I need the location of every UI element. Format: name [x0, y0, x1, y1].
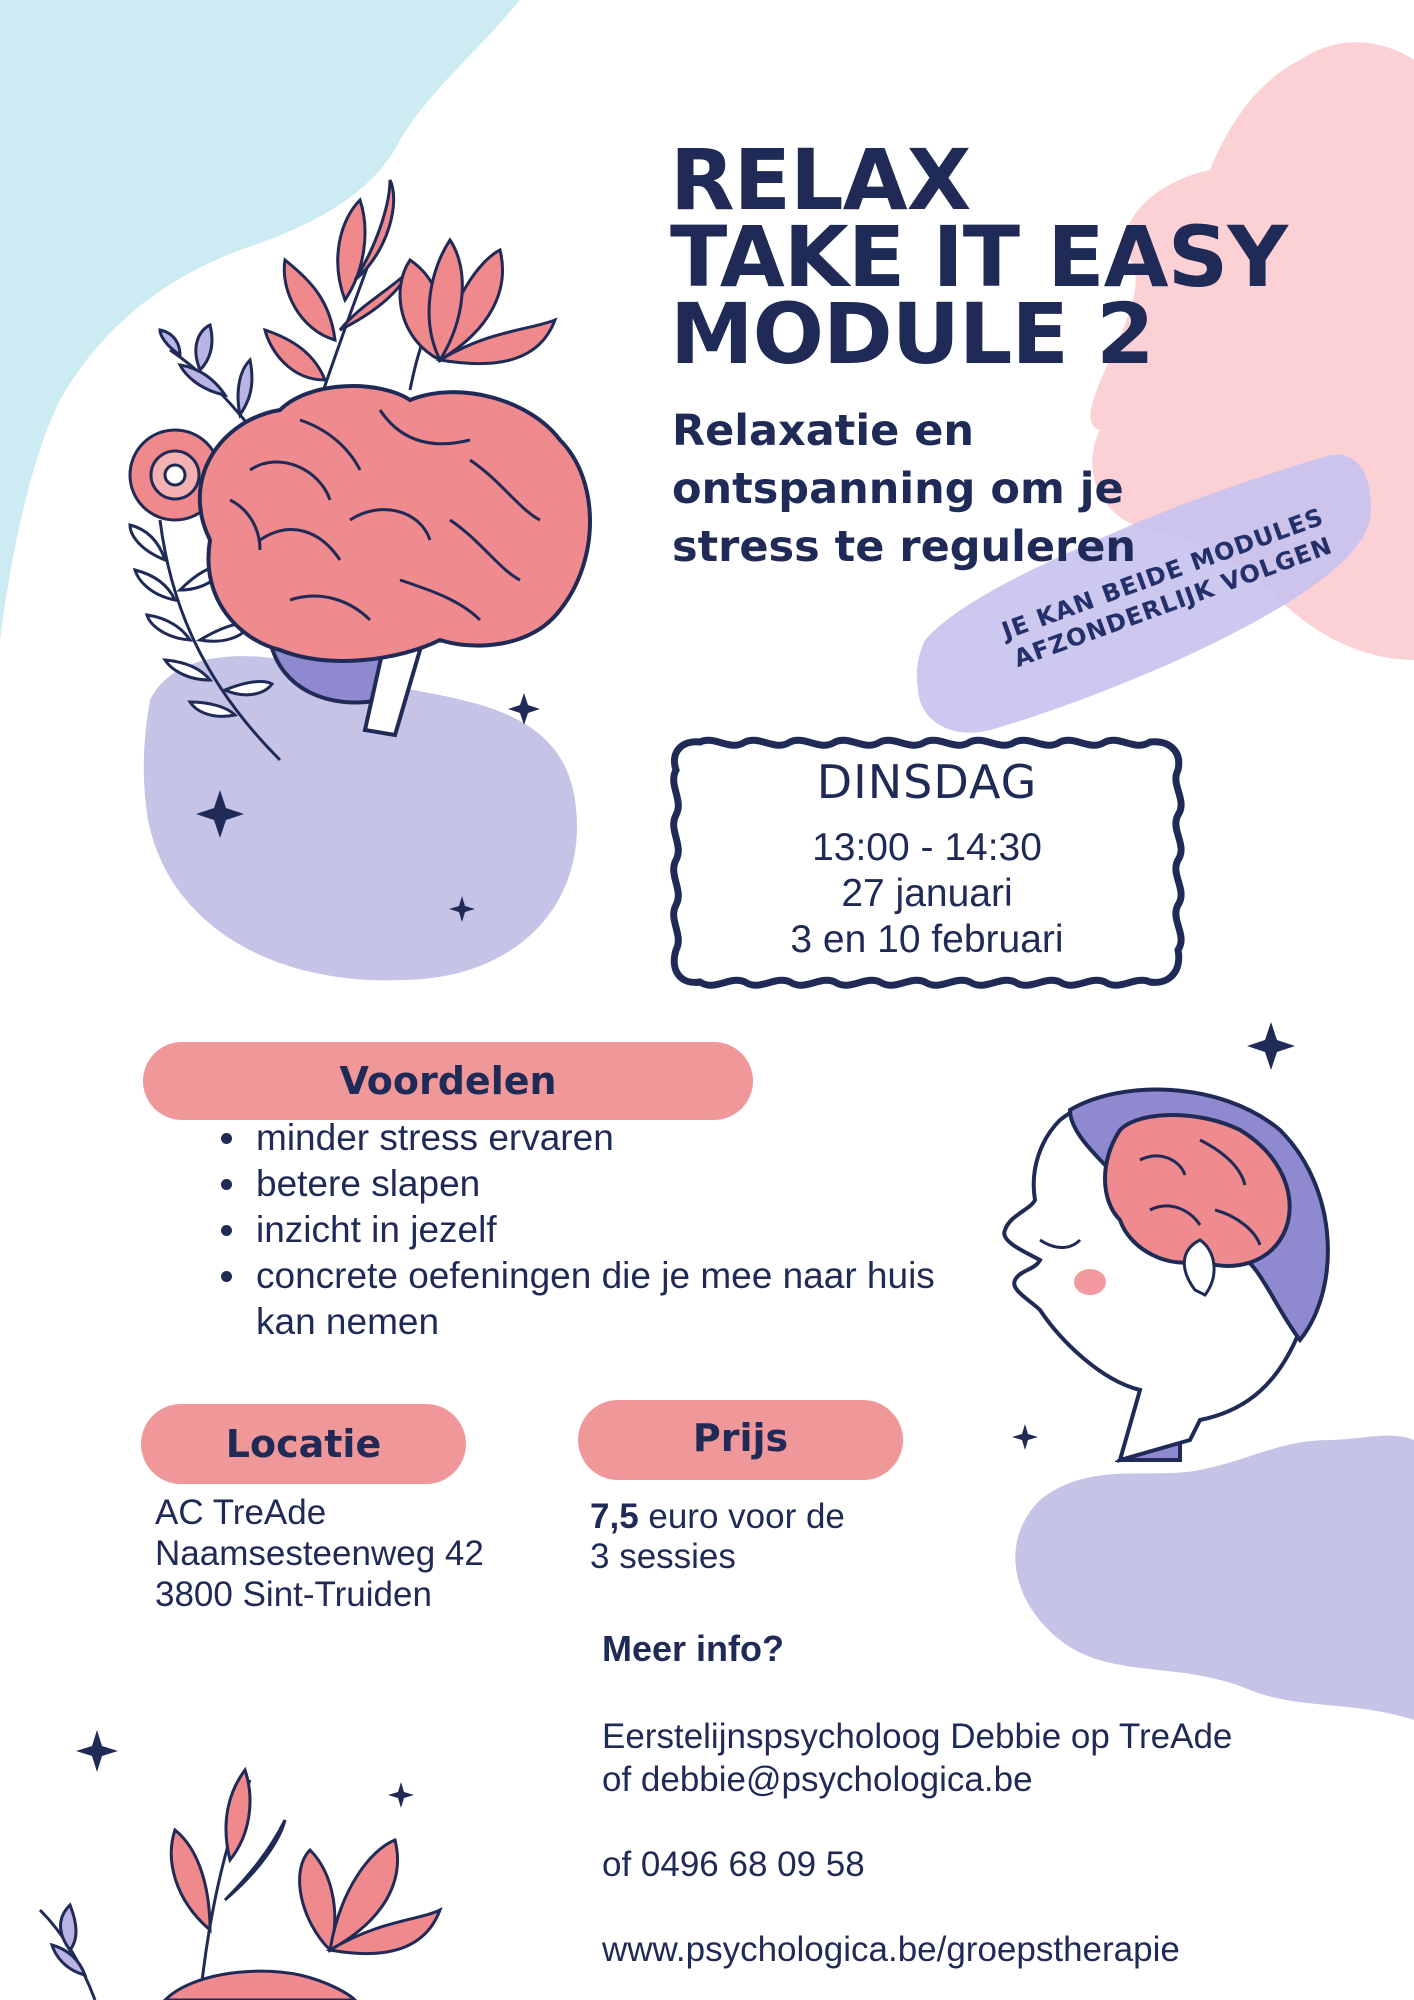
price-line: 7,5 euro voor de [590, 1497, 845, 1537]
info-line: Eerstelijnspsycholoog Debbie op TreAde [602, 1717, 1233, 1756]
price-line: 3 sessies [590, 1537, 736, 1576]
title-line-1: RELAX [670, 131, 971, 229]
cheek-blush [1074, 1269, 1106, 1295]
sparkles [76, 693, 1295, 1808]
benefits-list: minder stress ervaren betere slapen inzi… [210, 1115, 950, 1345]
price-text: 7,5 euro voor de 3 sessies [590, 1497, 845, 1577]
subtitle-line: Relaxatie en [672, 406, 974, 456]
info-website-link[interactable]: www.psychologica.be/groepstherapie [602, 1930, 1180, 1969]
location-heading: Locatie [141, 1404, 466, 1484]
title-line-3: MODULE 2 [670, 285, 1155, 383]
brain-illustration [197, 384, 592, 738]
sparkle-icon [449, 896, 475, 922]
address-line: Naamsesteenweg 42 [155, 1534, 484, 1573]
schedule-date: 27 januari [841, 872, 1013, 915]
light-blue-blob [0, 0, 520, 640]
list-item: concrete oefeningen die je mee naar huis… [250, 1253, 950, 1345]
sparkle-icon [388, 1782, 414, 1808]
subtitle-line: stress te reguleren [672, 522, 1137, 572]
schedule-time: 13:00 - 14:30 [812, 826, 1042, 869]
daisy-flower [128, 428, 222, 522]
bottom-plants [38, 1766, 443, 2000]
price-amount: 7,5 [590, 1497, 639, 1536]
subtitle: Relaxatie en ontspanning om je stress te… [672, 402, 1232, 576]
woman-head-illustration [1002, 1087, 1330, 1463]
sparkle-icon [196, 790, 244, 838]
address-line: AC TreAde [155, 1493, 327, 1532]
lavender-blob-left [143, 656, 578, 981]
lotus-flower [398, 237, 558, 391]
title-line-2: TAKE IT EASY [670, 208, 1288, 306]
sparkle-icon [1247, 1022, 1295, 1070]
lavender-brush-stamp [916, 454, 1371, 733]
sparkle-icon [508, 693, 540, 725]
fern-branch [128, 519, 282, 762]
lavender-blob-right [1015, 1435, 1414, 1720]
sparkle-icon [1012, 1424, 1038, 1450]
schedule-date: 3 en 10 februari [790, 918, 1064, 961]
location-address: AC TreAde Naamsesteenweg 42 3800 Sint-Tr… [155, 1492, 484, 1615]
info-email[interactable]: of debbie@psychologica.be [602, 1760, 1033, 1799]
benefits-heading: Voordelen [143, 1042, 753, 1120]
schedule-frame [670, 736, 1185, 989]
schedule-day: DINSDAG [816, 755, 1038, 809]
info-heading: Meer info? [602, 1628, 785, 1669]
price-heading: Prijs [578, 1400, 903, 1480]
list-item: betere slapen [250, 1161, 950, 1207]
info-phone[interactable]: of 0496 68 09 58 [602, 1845, 865, 1884]
subtitle-line: ontspanning om je [672, 464, 1124, 514]
list-item: inzicht in jezelf [250, 1207, 950, 1253]
info-contact: Eerstelijnspsycholoog Debbie op TreAde o… [602, 1715, 1232, 1801]
address-line: 3800 Sint-Truiden [155, 1575, 432, 1614]
list-item: minder stress ervaren [250, 1115, 950, 1161]
leaf-branch-top [262, 179, 412, 461]
sparkle-icon [76, 1730, 118, 1772]
price-unit: euro voor de [638, 1497, 845, 1536]
